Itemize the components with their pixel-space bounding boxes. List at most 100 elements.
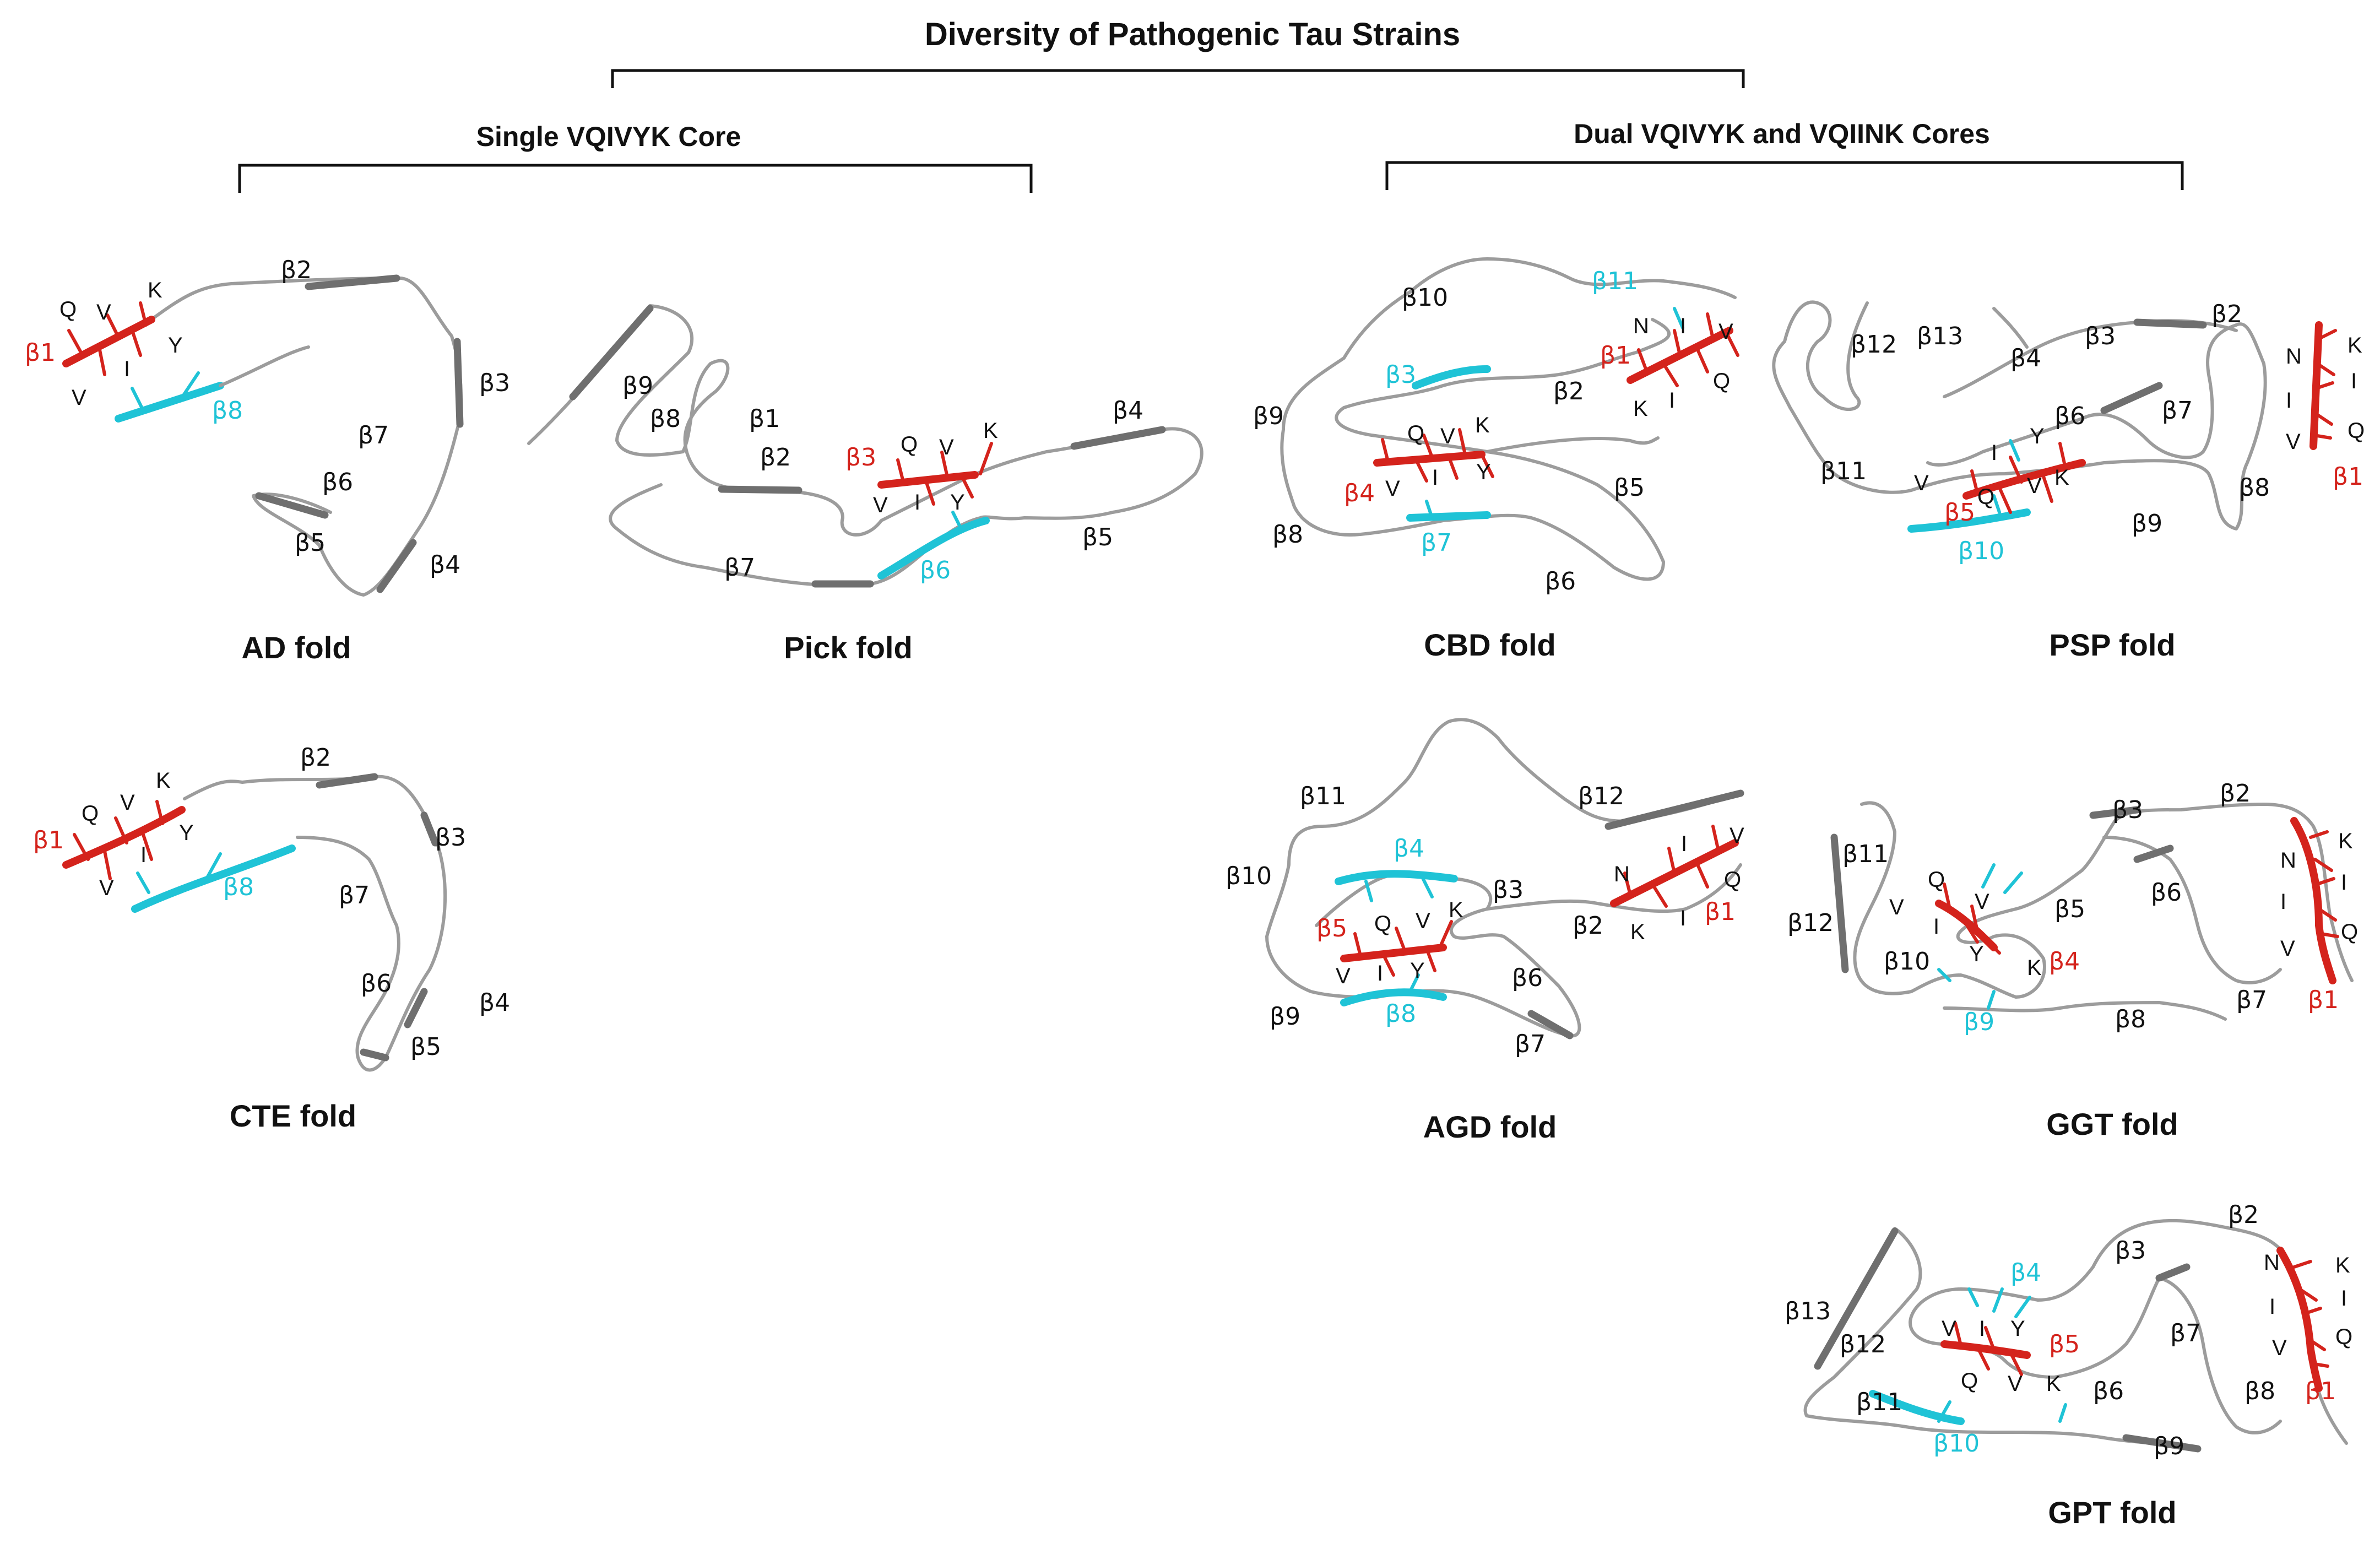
- agd-label-16: K: [1630, 920, 1645, 944]
- pick-label-10: V: [939, 435, 954, 459]
- ggt-label-16: Y: [1969, 942, 1984, 966]
- ggt-label-20: I: [2341, 870, 2347, 895]
- psp-label-17: Q: [2348, 419, 2365, 443]
- gpt-label-12: β9: [2154, 1432, 2184, 1460]
- agd-label-14: V: [1730, 824, 1744, 848]
- gpt-label-13: V: [1942, 1317, 1956, 1341]
- ggt-label-22: Q: [2341, 920, 2358, 944]
- cbd-label-16: Q: [1713, 369, 1730, 393]
- cbd-label-10: β6: [1545, 567, 1576, 595]
- gpt-label-3: β13: [1785, 1297, 1831, 1325]
- gpt-label-8: β8: [2245, 1377, 2275, 1405]
- agd-label-12: N: [1614, 862, 1630, 886]
- cbd-label-8: β5: [1614, 474, 1645, 502]
- gpt-label-1: β4: [2010, 1259, 2041, 1287]
- agd-label-2: β10: [1226, 862, 1272, 890]
- cbd-label-2: β1: [1600, 342, 1631, 370]
- psp-label-1: β13: [1917, 322, 1963, 350]
- cte-label-1: β8: [223, 873, 254, 901]
- cte-label-5: β6: [361, 970, 392, 998]
- cte-label-6: β5: [410, 1033, 441, 1061]
- gpt-label-18: K: [2046, 1372, 2061, 1396]
- agd-label-10: β8: [1385, 1000, 1416, 1028]
- ggt-label-1: β3: [2112, 796, 2143, 824]
- cbd-label-4: β2: [1553, 377, 1584, 405]
- pick-label-8: β5: [1082, 523, 1113, 551]
- agd-label-15: Q: [1724, 868, 1741, 892]
- pick-label-13: I: [914, 490, 920, 515]
- figure-title: Diversity of Pathogenic Tau Strains: [925, 17, 1460, 52]
- ggt-label-19: N: [2280, 848, 2296, 873]
- ad-label-9: V: [96, 300, 111, 324]
- single-core-bracket: [238, 164, 1033, 193]
- cbd-label-5: β9: [1253, 402, 1284, 430]
- psp-label-7: β11: [1820, 457, 1867, 485]
- cbd-label-0: β10: [1402, 284, 1448, 312]
- psp-label-8: β5: [1944, 499, 1975, 527]
- pick-label-2: β1: [749, 405, 780, 433]
- psp-label-16: I: [2286, 388, 2292, 413]
- gpt-label-4: β12: [1840, 1330, 1886, 1358]
- pick-label-11: K: [983, 419, 998, 443]
- gpt-label-24: V: [2272, 1336, 2287, 1360]
- ggt-fold-label: GGT fold: [2046, 1107, 2178, 1141]
- single-core-heading: Single VQIVYK Core: [476, 121, 741, 152]
- cbd-label-13: V: [1718, 320, 1733, 344]
- pick-label-0: β9: [622, 372, 653, 400]
- pick-fold-diagram: β9 β8 β1 β2 β3 β4 β7 β6 β5 Q V K V I Y P…: [527, 304, 1203, 665]
- ad-label-8: Q: [59, 297, 77, 322]
- ad-label-3: β3: [479, 369, 510, 397]
- psp-label-21: V: [1914, 471, 1929, 495]
- cbd-label-17: Q: [1407, 421, 1424, 446]
- psp-label-22: Q: [1977, 485, 1994, 509]
- ad-label-1: β8: [212, 397, 243, 425]
- gpt-label-15: Y: [2010, 1317, 2025, 1341]
- agd-label-8: β6: [1512, 964, 1543, 992]
- pick-label-9: Q: [901, 432, 918, 457]
- ad-label-11: Y: [168, 333, 183, 358]
- ggt-label-3: β12: [1787, 909, 1834, 937]
- psp-fold-label: PSP fold: [2049, 627, 2175, 662]
- cbd-label-12: I: [1680, 314, 1686, 338]
- cbd-label-15: I: [1669, 388, 1675, 413]
- ggt-label-11: β1: [2308, 986, 2339, 1014]
- psp-label-2: β4: [2010, 344, 2041, 372]
- cbd-label-9: β8: [1272, 521, 1303, 549]
- cte-label-4: β7: [339, 881, 370, 909]
- pick-label-3: β2: [760, 443, 791, 472]
- ad-fold-label: AD fold: [241, 630, 351, 665]
- agd-label-22: I: [1377, 961, 1383, 986]
- agd-label-23: Y: [1410, 959, 1425, 983]
- psp-label-23: V: [2027, 474, 2042, 498]
- ad-fold-diagram: β1 β8 β2 β3 β7 β6 β5 β4 Q V K Y I V AD f…: [25, 256, 510, 665]
- ggt-label-13: V: [1975, 890, 1989, 914]
- gpt-label-7: β7: [2170, 1319, 2201, 1347]
- psp-label-24: K: [2054, 465, 2069, 490]
- ggt-label-9: β8: [2115, 1005, 2146, 1033]
- agd-label-21: V: [1336, 964, 1351, 988]
- cbd-label-1: β11: [1592, 267, 1638, 295]
- psp-label-15: I: [2351, 369, 2357, 393]
- dual-core-heading: Dual VQIVYK and VQIINK Cores: [1574, 118, 1990, 149]
- top-bracket: [611, 69, 1745, 88]
- ggt-label-21: I: [2280, 890, 2286, 914]
- ggt-label-0: β11: [1842, 840, 1889, 868]
- psp-label-18: V: [2286, 430, 2301, 454]
- cbd-label-19: K: [1475, 413, 1490, 437]
- cte-label-12: I: [140, 843, 147, 867]
- agd-label-0: β11: [1300, 782, 1346, 810]
- ggt-label-6: β10: [1884, 947, 1930, 976]
- agd-label-13: I: [1681, 832, 1687, 856]
- psp-label-4: β2: [2211, 300, 2242, 328]
- cbd-fold-label: CBD fold: [1424, 627, 1556, 662]
- cbd-label-18: V: [1440, 424, 1455, 448]
- agd-label-5: β2: [1573, 912, 1603, 940]
- ggt-label-18: K: [2338, 829, 2353, 853]
- agd-label-1: β12: [1578, 782, 1624, 810]
- psp-label-9: β10: [1958, 537, 2004, 565]
- agd-label-6: β5: [1316, 914, 1347, 943]
- cte-label-11: Y: [179, 821, 194, 845]
- agd-label-20: K: [1449, 898, 1463, 922]
- ad-label-5: β6: [322, 468, 353, 496]
- agd-label-11: β7: [1515, 1030, 1546, 1058]
